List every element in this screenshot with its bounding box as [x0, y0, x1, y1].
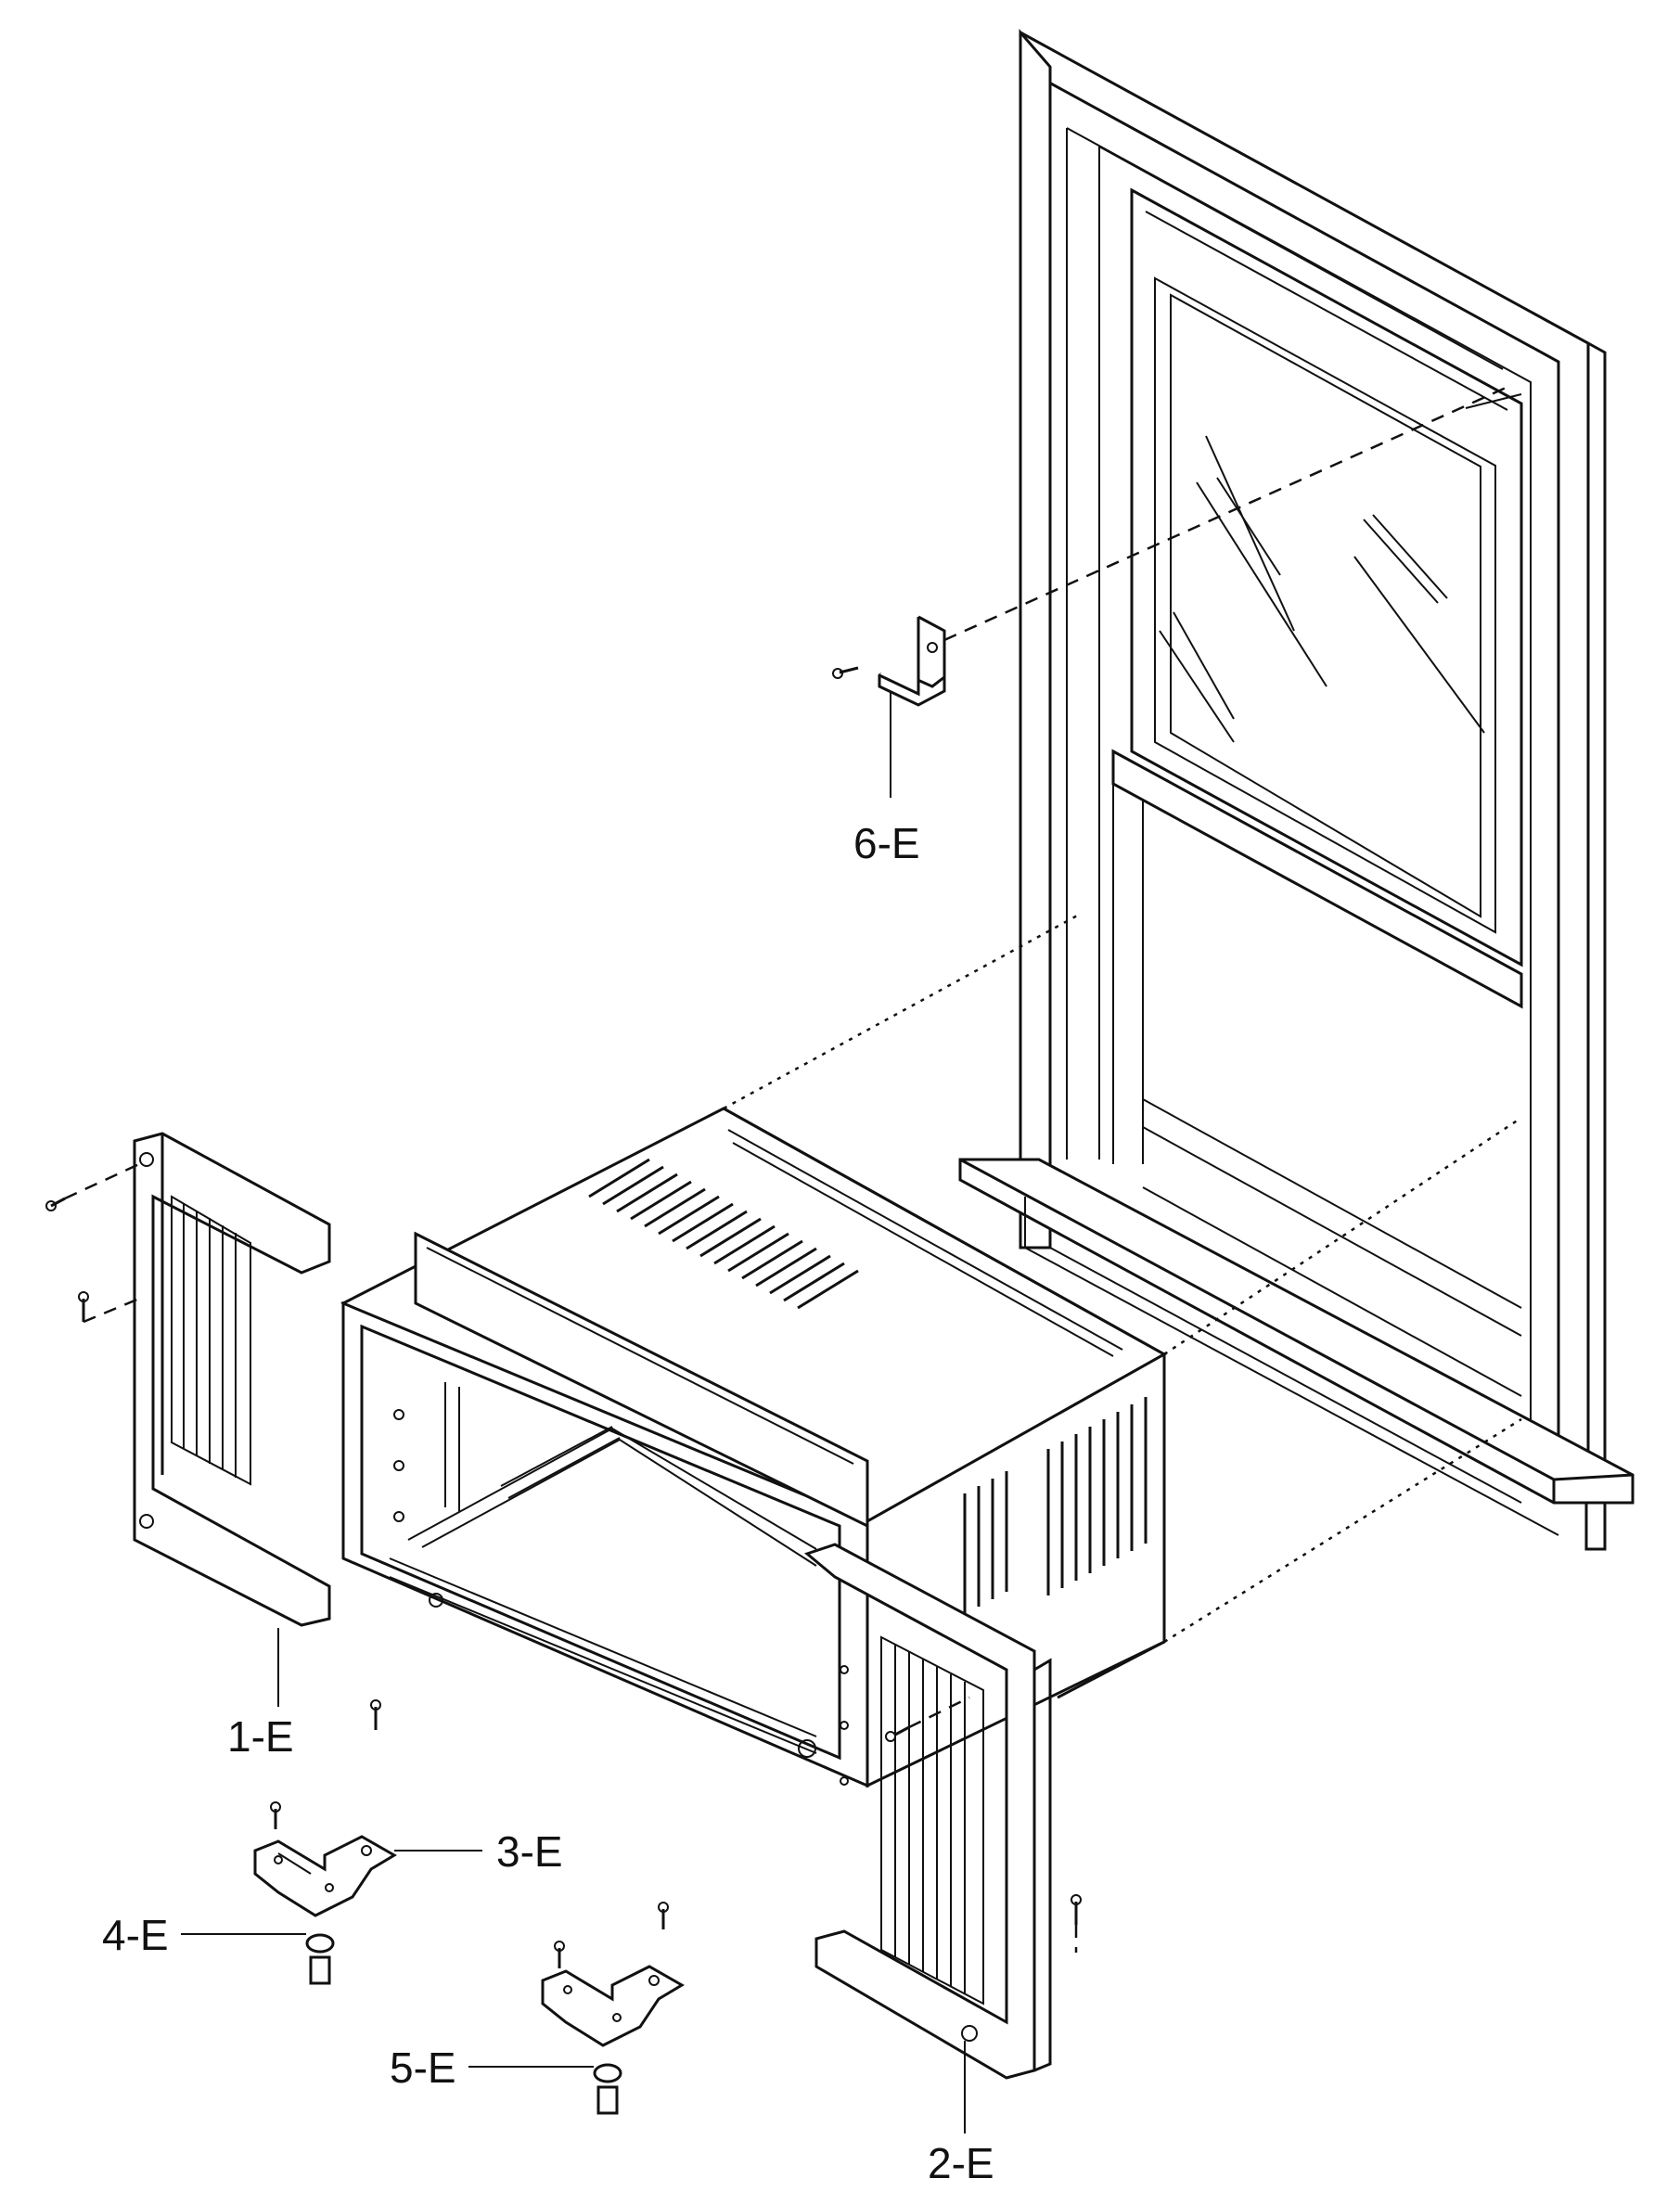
leader-lines [181, 691, 966, 2134]
callout-4e: 4-E [102, 1911, 169, 1959]
ac-cabinet [340, 1107, 1168, 1788]
side-curtain-right [803, 1543, 1052, 2080]
assembly-lines [64, 383, 1522, 1953]
callout-1e: 1-E [227, 1712, 294, 1761]
window-bracket-6e [878, 615, 946, 707]
side-curtain-left [133, 1132, 331, 1627]
callout-2e: 2-E [928, 2139, 994, 2187]
bracket-5e [541, 1965, 685, 2047]
callout-6e: 6-E [853, 819, 920, 867]
top-vent-louvers [588, 1158, 859, 1310]
callout-5e: 5-E [390, 2044, 456, 2092]
callout-3e: 3-E [496, 1827, 563, 1876]
bracket-3e [253, 1835, 397, 1917]
side-vent-louvers [963, 1397, 1148, 1614]
window-frame [958, 28, 1635, 1551]
hardware [45, 666, 1082, 2115]
